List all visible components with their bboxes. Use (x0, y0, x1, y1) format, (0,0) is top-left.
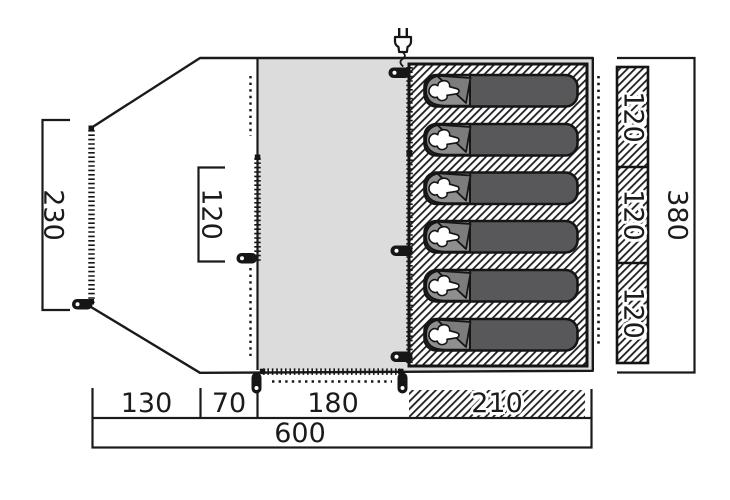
tent-peg-icon (397, 372, 408, 394)
sleeping-bag-3 (423, 171, 579, 206)
porch-front-bracket (41, 118, 70, 312)
sleeping-bag-6 (423, 317, 579, 352)
inner-porch-width-label: 70 (211, 387, 247, 419)
sleeping-bag-1 (423, 73, 579, 108)
tent-outline (90, 56, 594, 374)
sleeping-bag-2 (423, 122, 579, 157)
tent-peg-icon (251, 372, 262, 394)
power-plug-icon (393, 28, 413, 68)
total-width-box (91, 416, 593, 449)
total-depth-label: 380 (661, 189, 693, 241)
bed-width-label-3: 120 (617, 287, 649, 339)
tent-peg-icon (388, 67, 411, 78)
living-width-label: 180 (307, 387, 359, 419)
bed-width-label-1: 120 (617, 91, 649, 143)
porch-zipper-line (88, 125, 95, 305)
sleeping-width-label: 210 (471, 387, 523, 419)
tent-peg-icon (236, 253, 257, 264)
sleeping-bag-4 (423, 219, 579, 254)
depth-bracket (617, 56, 696, 374)
dimension-brackets (41, 56, 696, 374)
porch-section-width-label: 130 (120, 387, 173, 419)
sleeping-width-hatch-box (409, 390, 585, 418)
door-bracket (197, 166, 225, 263)
tent-peg-icon (72, 299, 93, 310)
tent-pegs (72, 67, 413, 394)
living-door-zipper (249, 76, 261, 356)
sleeping-bag-5 (423, 268, 579, 303)
door-width-label: 120 (195, 188, 227, 240)
bed-width-strip (615, 65, 650, 365)
total-width-label: 600 (274, 417, 326, 449)
sleeping-cabin (406, 62, 589, 368)
bottom-dimension-rows (91, 388, 593, 449)
bed-width-label-2: 120 (617, 189, 649, 241)
front-entrance-zipper (259, 368, 404, 383)
tent-peg-icon (390, 245, 413, 256)
porch-front-height-label: 230 (37, 189, 69, 241)
tent-peg-icon (390, 351, 413, 362)
